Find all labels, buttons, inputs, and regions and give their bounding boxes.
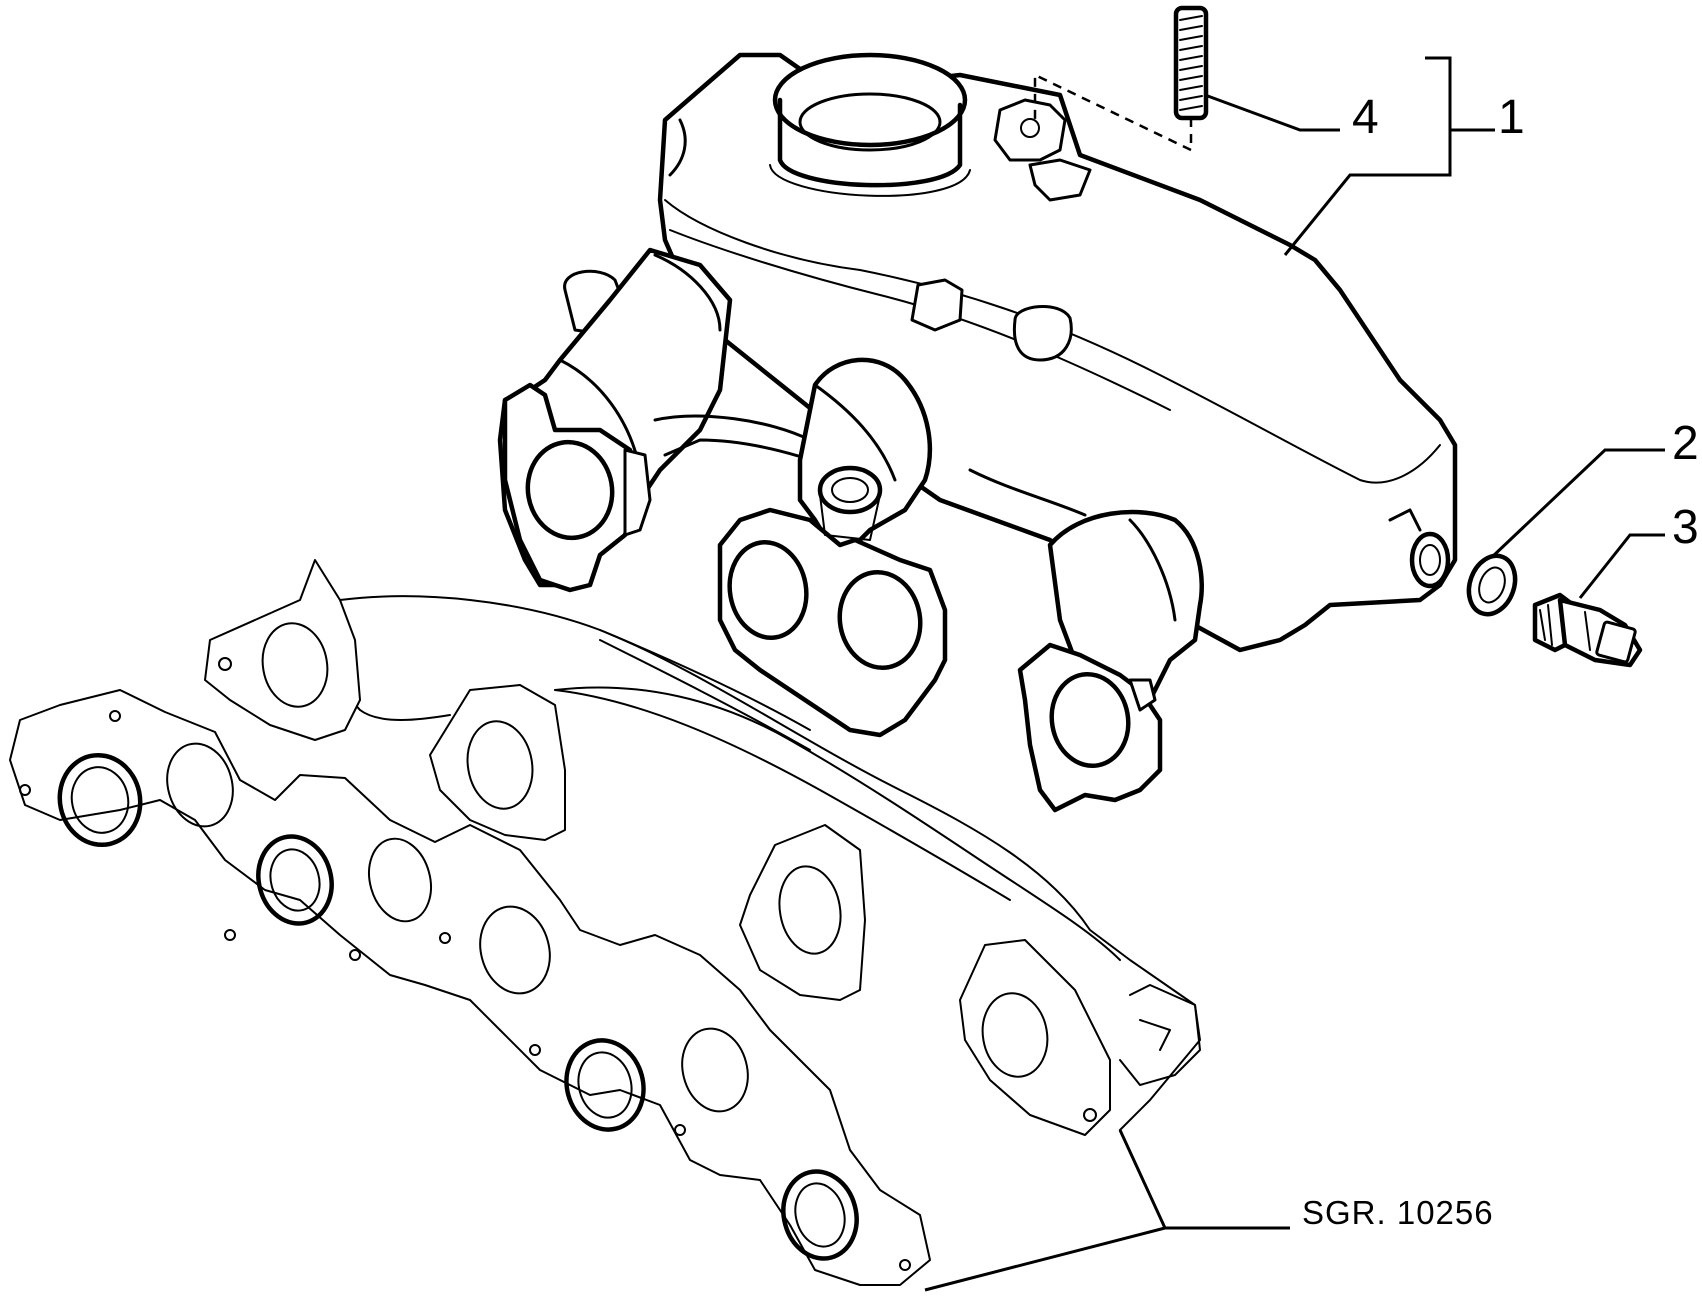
exhaust-manifold [204,559,1201,1136]
callout-part-4: 4 [1352,91,1379,144]
exhaust-gasket [9,689,931,1286]
callout-part-3: 3 [1672,501,1699,554]
sensor-part-3 [1532,592,1643,668]
washer-part-2 [1466,553,1518,617]
callout-part-1: 1 [1498,91,1525,144]
leader-lines [924,56,1665,1292]
reference-code: SGR. 10256 [1302,1194,1494,1231]
callout-part-2: 2 [1672,417,1699,470]
stud-part-4 [1033,5,1209,152]
intake-manifold [497,52,1458,813]
